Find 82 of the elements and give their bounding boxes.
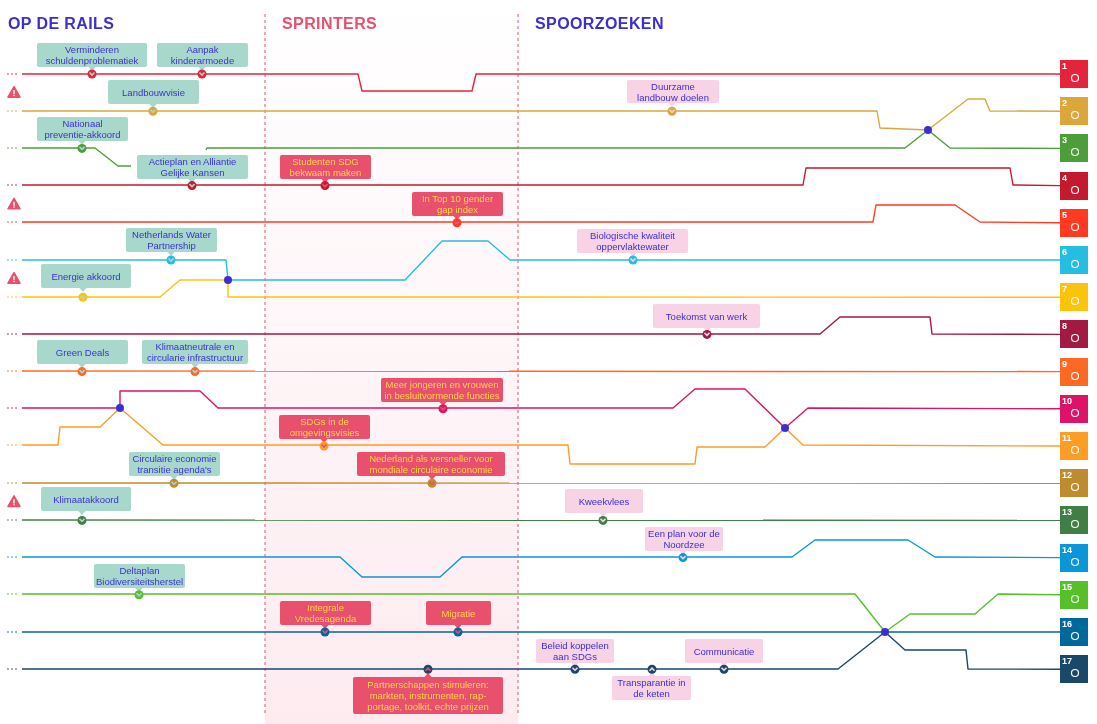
callout-box: Actieplan en Alliantie Gelijke Kansen	[137, 155, 248, 179]
track-line	[21, 316, 1061, 336]
track-line	[21, 204, 1061, 224]
goal-number: 16	[1062, 619, 1072, 629]
goal-tile	[1060, 60, 1088, 88]
callout-box: Migratie	[426, 601, 491, 625]
goal-number: 2	[1062, 98, 1067, 109]
goal-tile	[1060, 543, 1088, 572]
track-line	[21, 519, 1061, 522]
callout-box: Klimaatneutrale en circularie infrastructuur	[142, 340, 248, 364]
goal-tile	[1060, 283, 1088, 312]
track-line	[21, 631, 1061, 670]
goal-tile	[1060, 618, 1088, 646]
track-line	[21, 388, 1061, 429]
callout-box: SDGs in de omgevingsvisies	[279, 415, 370, 439]
goal-number: 8	[1062, 321, 1067, 332]
track-line	[21, 167, 1061, 187]
track-line	[21, 240, 1061, 281]
column-heading: OP DE RAILS	[8, 14, 115, 34]
track-line	[21, 631, 1061, 633]
goal-number: 12	[1062, 470, 1072, 481]
callout-box: Meer jongeren en vrouwen in besluitvormende functies	[381, 378, 503, 402]
goal-number: 17	[1062, 656, 1072, 667]
callout-box: Duurzame landbouw doelen	[627, 80, 719, 103]
track-line	[21, 129, 1061, 167]
track-line	[21, 407, 1061, 465]
callout-box: Integrale Vredesagenda	[280, 601, 371, 625]
track-line	[21, 482, 1061, 484]
track-line	[21, 279, 1061, 298]
goal-tile	[1060, 208, 1088, 237]
callout-box: Studenten SDG bekwaam maken	[280, 155, 371, 179]
track-line	[21, 593, 1061, 633]
callout-box: Nederland als versneller voor mondiale circulaire economie	[357, 452, 505, 476]
goal-number: 6	[1062, 247, 1067, 257]
callout-box: Klimaatakkoord	[41, 487, 131, 511]
goal-tile	[1060, 655, 1088, 684]
callout-box: Deltaplan Biodiversiteitsherstel	[94, 564, 185, 588]
callout-box: Energie akkoord	[41, 264, 131, 288]
callout-box: Communicatie	[685, 639, 763, 663]
goal-number: 4	[1062, 172, 1067, 183]
goal-tile	[1060, 506, 1088, 535]
track-line	[21, 98, 1061, 131]
goal-tile	[1060, 580, 1088, 609]
callout-box: Een plan voor de Noordzee	[645, 527, 723, 551]
track-line	[21, 73, 1061, 92]
goal-tile	[1060, 134, 1088, 163]
callout-box: Netherlands Water Partnership	[126, 228, 217, 252]
goal-tile	[1060, 320, 1088, 349]
callout-box: Landbouwvisie	[108, 80, 199, 104]
callout-box: Partnerschappen stimuleren: markten, instrumenten, rap-portage, toolkit, echte prijzen	[353, 677, 503, 714]
goal-number: 3	[1062, 135, 1067, 146]
callout-box: Nationaal preventie-akkoord	[37, 117, 128, 141]
goal-tile	[1060, 357, 1088, 386]
callout-box: Transparantie in de keten	[612, 676, 691, 700]
track-line	[21, 370, 1061, 373]
goal-number: 11	[1062, 433, 1072, 443]
callout-box: Kweekvlees	[565, 489, 643, 513]
goal-number: 1	[1062, 61, 1067, 71]
goal-tile	[1060, 432, 1088, 460]
callout-box: Toekomst van werk	[653, 304, 760, 328]
goal-tile	[1060, 97, 1088, 126]
goal-number: 15	[1062, 581, 1072, 592]
goal-tile	[1060, 246, 1088, 274]
goal-number: 7	[1062, 284, 1067, 295]
callout-box: In Top 10 gender gap index	[412, 192, 503, 216]
goal-tile	[1060, 469, 1088, 498]
goal-number: 5	[1062, 209, 1067, 220]
goal-tile	[1060, 171, 1088, 200]
callout-box: Biologische kwaliteit oppervlaktewater	[577, 229, 688, 253]
column-heading: SPOORZOEKEN	[535, 14, 664, 34]
goal-number: 14	[1062, 544, 1072, 555]
column-heading: SPRINTERS	[282, 14, 378, 34]
goal-number: 10	[1062, 395, 1072, 406]
callout-box: Green Deals	[37, 340, 128, 364]
goal-tile	[1060, 394, 1088, 423]
callout-box: Verminderen schuldenproblematiek	[37, 43, 147, 67]
callout-box: Aanpak kinderarmoede	[157, 43, 248, 67]
callout-box: Beleid koppelen aan SDGs	[536, 639, 614, 663]
goal-number: 9	[1062, 358, 1067, 369]
track-line	[21, 539, 1061, 578]
callout-box: Circulaire economie transitie agenda's	[129, 452, 220, 476]
goal-number: 13	[1062, 507, 1072, 518]
